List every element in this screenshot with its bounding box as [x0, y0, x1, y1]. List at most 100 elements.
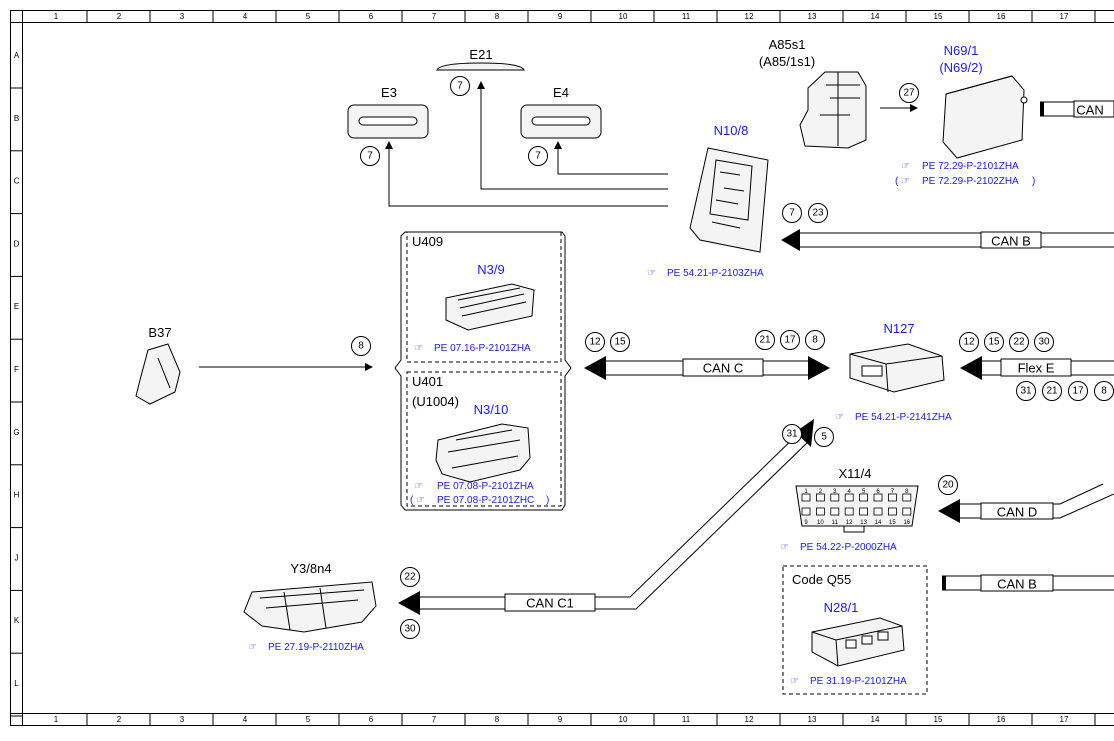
n28-1-ref[interactable]: PE 31.19-P-2101ZHA [810, 676, 907, 687]
n3-9-ref-icon: ☞ [414, 343, 423, 354]
x11-4-ref[interactable]: PE 54.22-P-2000ZHA [800, 542, 897, 553]
n69-ref-b-open: ( [895, 176, 899, 187]
circle-label-b37: 8 [358, 341, 364, 352]
grid-col-bottom-3: 3 [180, 715, 185, 724]
n3-10-ref-b-close: ) [546, 495, 549, 506]
grid-row-K: K [14, 616, 20, 625]
circle-label-n127_2: 15 [988, 337, 1000, 348]
circle-label-n127_8: 8 [1101, 386, 1107, 397]
can-b-bottom-label: CAN B [997, 577, 1037, 592]
grid-col-11: 11 [682, 12, 691, 21]
circle-label-y3_22: 22 [404, 572, 416, 583]
grid-col-bottom-11: 11 [682, 715, 691, 724]
e4-label: E4 [553, 85, 569, 100]
a85s1-label: A85s1 [769, 37, 806, 52]
grid-col-bottom-12: 12 [745, 715, 754, 724]
can-top-label: CAN [1076, 103, 1103, 118]
circle-label-n127_5: 31 [1020, 386, 1032, 397]
n69-2-label: (N69/2) [939, 60, 982, 75]
code-q55-group: Code Q55 N28/1 ☞ PE 31.19-P-2101ZHA [783, 566, 927, 694]
e4-component: E4 [521, 85, 601, 138]
n10-8-ref-icon: ☞ [647, 268, 656, 279]
grid-row-E: E [14, 302, 19, 311]
circle-label-a85: 27 [903, 88, 915, 99]
circle-label-canc_r1: 21 [759, 335, 771, 346]
b37-label: B37 [148, 325, 171, 340]
circle-label-e3: 7 [367, 151, 373, 162]
n3-10-ref-b-open: ( [410, 495, 414, 506]
n3-10-label: N3/10 [474, 402, 509, 417]
lamp-connection-lines [389, 82, 668, 206]
n69-component: N69/1 (N69/2) CAN ☞ PE 72.29-P-2101ZHA (… [895, 43, 1114, 187]
circle-label-n127_3: 22 [1013, 337, 1025, 348]
y3-8n4-label: Y3/8n4 [290, 561, 331, 576]
grid-row-G: G [13, 428, 19, 437]
grid-col-bottom-6: 6 [369, 715, 374, 724]
grid-col-12: 12 [745, 12, 754, 21]
grid-col-17: 17 [1060, 12, 1069, 21]
n28-1-label: N28/1 [824, 600, 859, 615]
circle-label-canc_l1: 12 [589, 337, 601, 348]
grid-col-bottom-1: 1 [54, 715, 59, 724]
circle-label-canc_r2: 17 [784, 335, 796, 346]
grid-col-2: 2 [117, 12, 122, 21]
n69-1-label: N69/1 [944, 43, 979, 58]
circle-label-e21: 7 [457, 81, 463, 92]
y3-8n4-component: Y3/8n4 ☞ PE 27.19-P-2110ZHA [244, 561, 376, 653]
circle-label-n127_4: 30 [1038, 337, 1050, 348]
can-c-label: CAN C [703, 361, 743, 376]
grid-col-bottom-5: 5 [306, 715, 311, 724]
can-d-label: CAN D [997, 505, 1037, 520]
circle-label-n10_a: 7 [789, 208, 795, 219]
n28-1-ref-icon: ☞ [790, 676, 799, 687]
u1004-label: (U1004) [412, 394, 459, 409]
grid-row-B: B [14, 114, 19, 123]
can-b-top-label: CAN B [991, 234, 1031, 249]
n127-ref[interactable]: PE 54.21-P-2141ZHA [855, 412, 952, 423]
u409-label: U409 [412, 234, 443, 249]
flex-e-label: Flex E [1018, 361, 1055, 376]
circle-label-diag_5: 5 [821, 432, 827, 443]
n127-ref-icon: ☞ [835, 412, 844, 423]
circle-label-n127_6: 21 [1046, 386, 1058, 397]
y3-8n4-ref[interactable]: PE 27.19-P-2110ZHA [268, 642, 364, 653]
n69-ref-a[interactable]: PE 72.29-P-2101ZHA [922, 161, 1019, 172]
grid-col-bottom-16: 16 [997, 715, 1006, 724]
n69-ref-icon: ☞ [901, 161, 910, 172]
grid-col-bottom-14: 14 [871, 715, 880, 724]
n10-8-label: N10/8 [714, 123, 749, 138]
grid-col-5: 5 [306, 12, 311, 21]
grid-col-14: 14 [871, 12, 880, 21]
grid-col-10: 10 [619, 12, 628, 21]
n10-8-ref[interactable]: PE 54.21-P-2103ZHA [667, 268, 764, 279]
grid-col-bottom-7: 7 [432, 715, 437, 724]
n3-10-ref-icon: ☞ [414, 481, 423, 492]
grid-col-6: 6 [369, 12, 374, 21]
grid-row-F: F [14, 365, 19, 374]
circle-label-n127_1: 12 [963, 337, 975, 348]
n3-10-ref-b[interactable]: PE 07.08-P-2101ZHC [437, 495, 534, 506]
x11-pin-13: 13 [860, 520, 867, 526]
n3-10-ref-b-icon: ☞ [416, 495, 425, 506]
grid-col-bottom-9: 9 [558, 715, 563, 724]
grid-row-H: H [14, 491, 20, 500]
u401-label: U401 [412, 374, 443, 389]
grid-col-bottom-17: 17 [1060, 715, 1069, 724]
n127-label: N127 [883, 321, 914, 336]
n3-9-label: N3/9 [477, 262, 504, 277]
grid-col-9: 9 [558, 12, 563, 21]
a85s1-alt-label: (A85/1s1) [759, 54, 815, 69]
circle-label-y3_30: 30 [404, 624, 416, 635]
n3-9-ref[interactable]: PE 07.16-P-2101ZHA [434, 343, 531, 354]
grid-col-16: 16 [997, 12, 1006, 21]
grid-col-13: 13 [808, 12, 817, 21]
n3-10-ref-a[interactable]: PE 07.08-P-2101ZHA [437, 481, 534, 492]
can-c1-label: CAN C1 [526, 596, 574, 611]
x11-pin-15: 15 [889, 520, 896, 526]
e3-component: E3 [348, 85, 428, 138]
can-c-bus: CAN C [584, 356, 830, 380]
n69-ref-b[interactable]: PE 72.29-P-2102ZHA [922, 176, 1019, 187]
